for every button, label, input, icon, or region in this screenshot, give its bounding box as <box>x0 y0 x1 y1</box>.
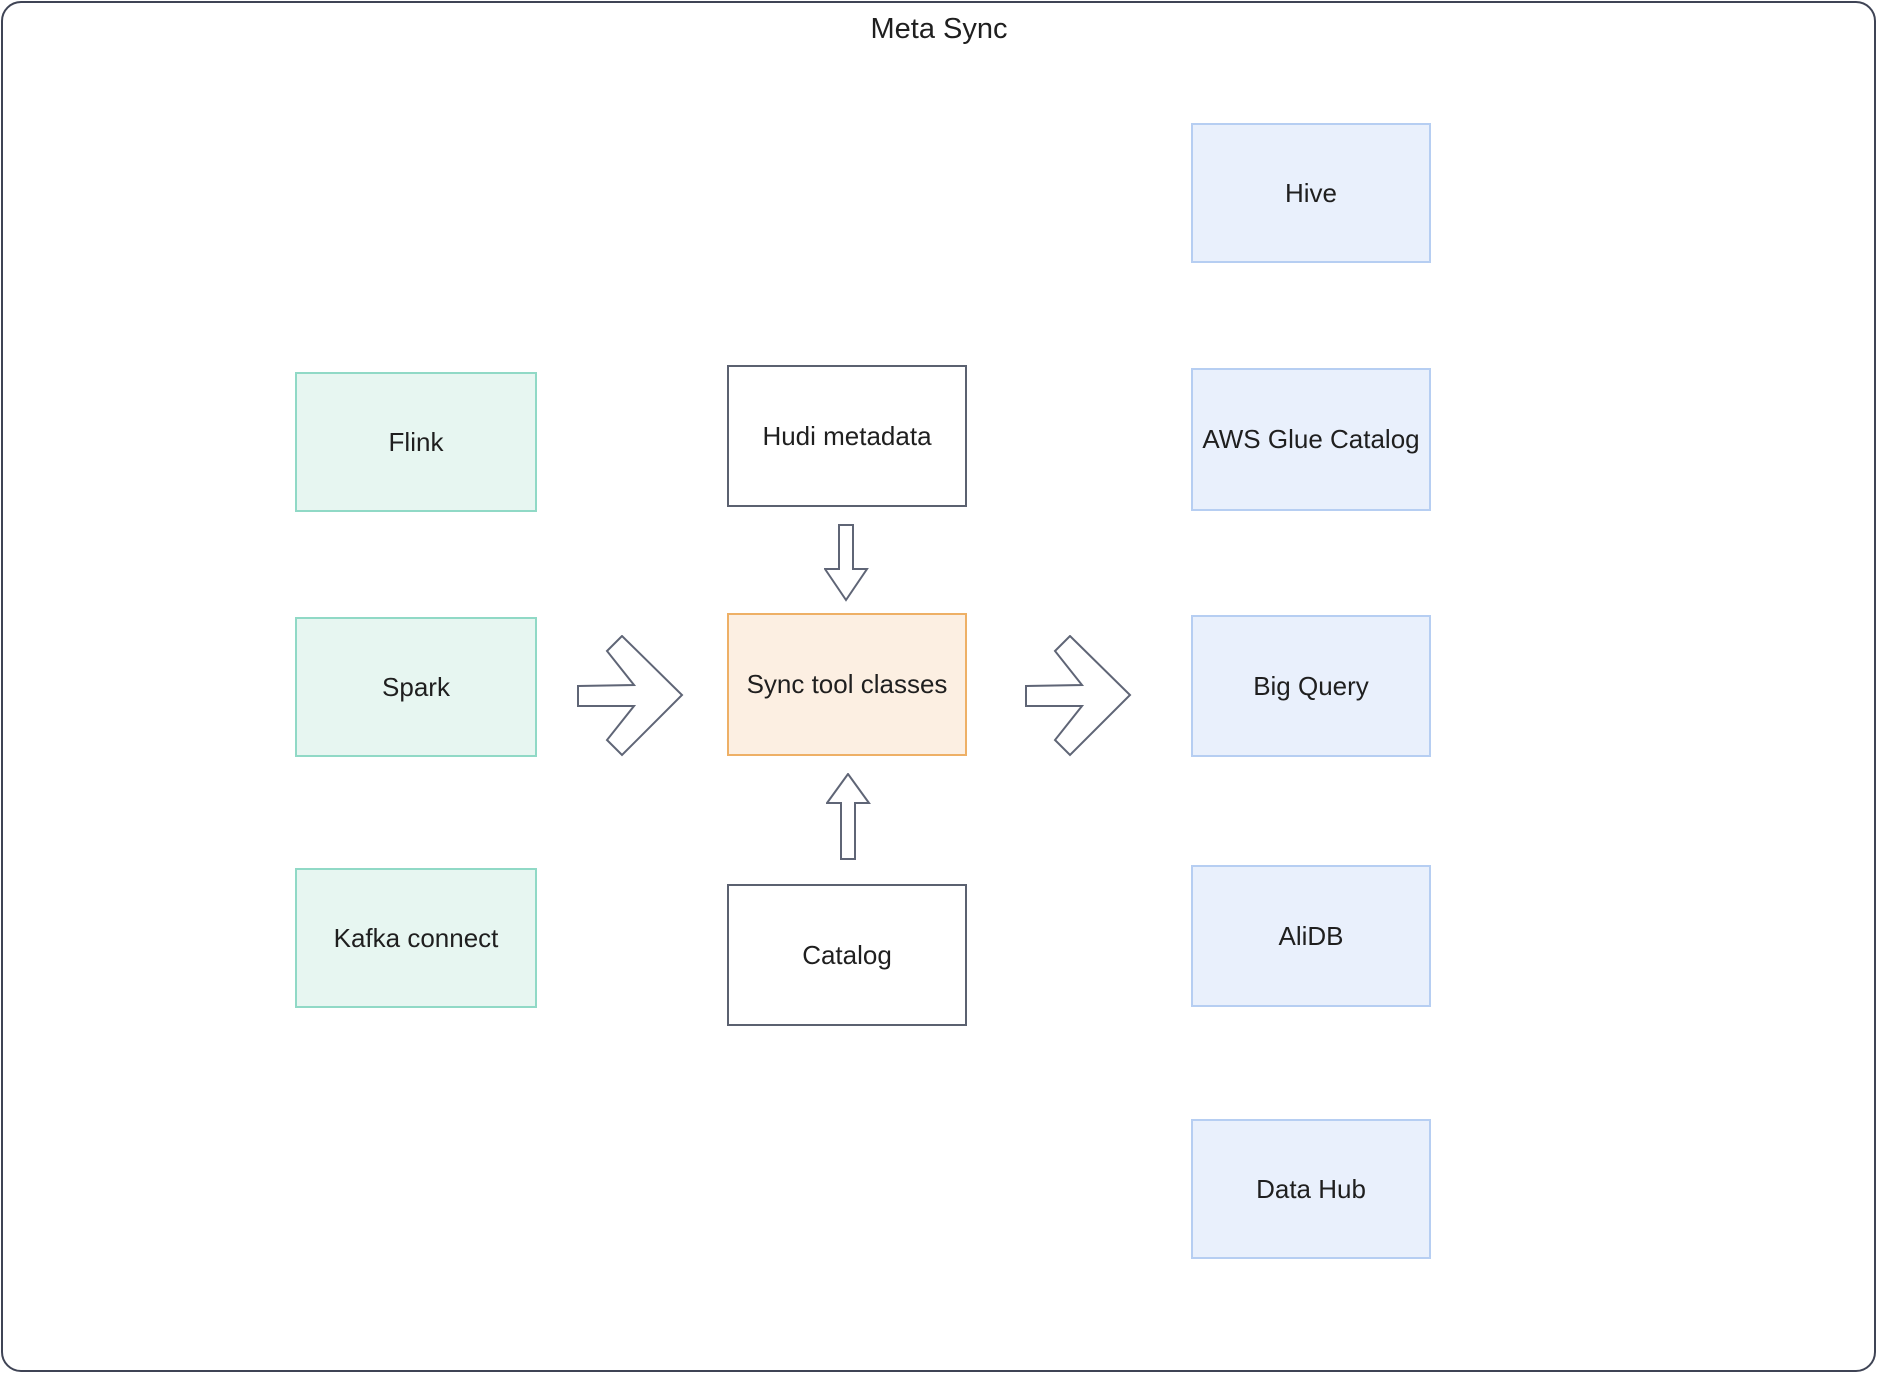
node-hive-label: Hive <box>1284 177 1337 208</box>
node-flink-label: Flink <box>388 426 444 457</box>
node-data-hub-label: Data Hub <box>1256 1173 1366 1204</box>
node-big-query: Big Query <box>1191 615 1431 757</box>
node-hive: Hive <box>1191 123 1431 263</box>
node-kafka-connect-label: Kafka connect <box>333 922 499 953</box>
node-hudi-metadata-label: Hudi metadata <box>762 420 932 451</box>
node-alidb: AliDB <box>1191 865 1431 1007</box>
node-catalog-label: Catalog <box>802 939 892 970</box>
node-catalog: Catalog <box>727 884 967 1026</box>
diagram-title: Meta Sync <box>870 13 1008 45</box>
node-aws-glue-catalog-label: AWS Glue Catalog <box>1202 424 1420 454</box>
node-sync-tool-classes-label: Sync tool classes <box>746 669 948 699</box>
node-alidb-label: AliDB <box>1278 920 1344 951</box>
node-hudi-metadata: Hudi metadata <box>727 365 967 507</box>
node-big-query-label: Big Query <box>1253 670 1369 701</box>
node-spark-label: Spark <box>382 671 450 702</box>
node-spark: Spark <box>295 617 537 757</box>
node-aws-glue-catalog: AWS Glue Catalog <box>1191 368 1431 511</box>
arrow-catalog-to-sync-icon <box>826 773 871 860</box>
node-flink: Flink <box>295 372 537 512</box>
arrow-sync-to-targets-icon <box>1025 635 1132 757</box>
arrow-spark-to-sync-icon <box>577 635 684 757</box>
node-sync-tool-classes: Sync tool classes <box>727 613 967 756</box>
node-kafka-connect: Kafka connect <box>295 868 537 1008</box>
node-data-hub: Data Hub <box>1191 1119 1431 1259</box>
arrow-hudi-to-sync-icon <box>824 524 869 602</box>
